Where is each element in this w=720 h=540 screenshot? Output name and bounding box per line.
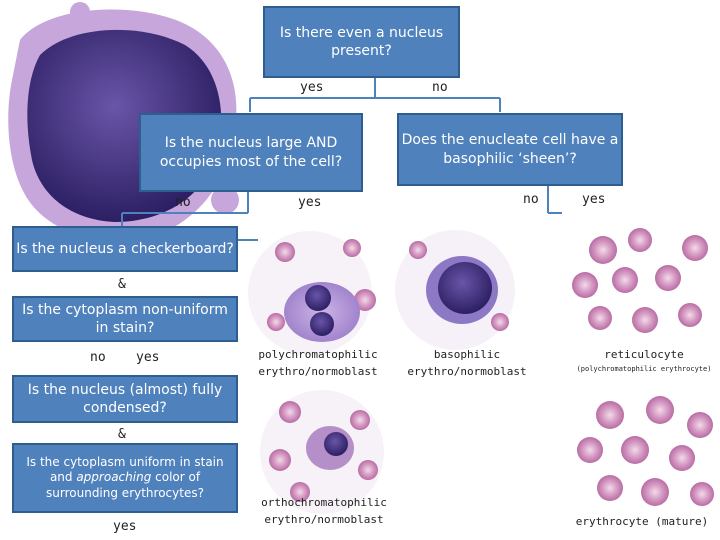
caption-polychromatophilic: polychromatophilic erythro/normoblast — [258, 348, 378, 378]
answer-no-large: no — [175, 195, 191, 210]
caption-reticulocyte: reticulocyte (polychromatophilic erythro… — [576, 348, 712, 373]
answer-yes-cytoplasm: yes — [136, 350, 160, 365]
basophilic-image — [395, 230, 515, 350]
orthochromatophilic-image — [260, 390, 384, 514]
question-nucleus-condensed: Is the nucleus (almost) fully condensed? — [12, 375, 238, 423]
question-nucleus-present-text: Is there even a nucleus present? — [279, 24, 444, 59]
and-symbol-2: & — [118, 427, 126, 442]
question-cytoplasm-nonuniform: Is the cytoplasm non-uniform in stain? — [12, 296, 238, 342]
question-checkerboard: Is the nucleus a checkerboard? — [12, 226, 238, 272]
question-cytoplasm-nonuniform-text: Is the cytoplasm non-uniform in stain? — [22, 301, 228, 336]
question-checkerboard-text: Is the nucleus a checkerboard? — [16, 240, 234, 257]
question-basophilic-sheen: Does the enucleate cell have a basophili… — [397, 113, 623, 186]
answer-yes-nucleus: yes — [300, 80, 324, 95]
caption-erythrocyte: erythrocyte (mature) — [575, 515, 709, 528]
question-nucleus-present: Is there even a nucleus present? — [263, 6, 460, 78]
answer-yes-uniform: yes — [113, 519, 137, 534]
question-nucleus-condensed-text: Is the nucleus (almost) fully condensed? — [27, 381, 223, 416]
question-cytoplasm-uniform-text: Is the cytoplasm uniform in stain and ap… — [26, 454, 224, 500]
caption-orthochromatophilic: orthochromatophilic erythro/normoblast — [261, 496, 387, 526]
question-nucleus-large-text: Is the nucleus large AND occupies most o… — [159, 135, 343, 170]
reticulocyte-image — [572, 228, 708, 333]
question-nucleus-large: Is the nucleus large AND occupies most o… — [139, 113, 363, 192]
question-cytoplasm-uniform: Is the cytoplasm uniform in stain and ap… — [12, 443, 238, 513]
connector-lines — [121, 78, 562, 241]
answer-no-cytoplasm: no — [90, 350, 106, 365]
question-basophilic-sheen-text: Does the enucleate cell have a basophili… — [401, 132, 619, 167]
answer-no-nucleus: no — [432, 80, 448, 95]
answer-yes-large: yes — [298, 195, 322, 210]
and-symbol-1: & — [118, 277, 126, 292]
caption-basophilic: basophilic erythro/normoblast — [407, 348, 527, 378]
answer-yes-sheen: yes — [582, 192, 606, 207]
polychromatophilic-image — [248, 230, 395, 355]
erythrocyte-image — [577, 396, 714, 506]
answer-no-sheen: no — [523, 192, 539, 207]
